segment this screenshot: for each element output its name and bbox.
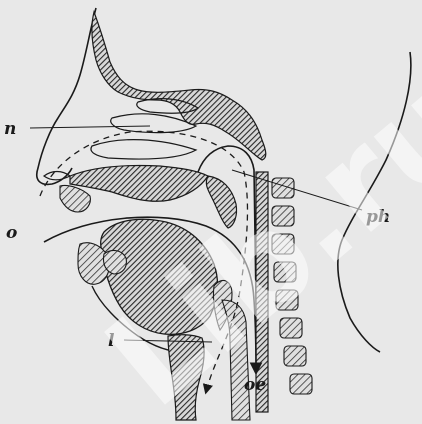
nasal-bone: [92, 12, 266, 160]
leader-line-n: [30, 126, 150, 128]
vertebra: [290, 374, 312, 394]
label-o: o: [6, 223, 17, 243]
face-profile: [37, 8, 96, 184]
label-oe: oe: [244, 375, 266, 395]
lower-concha: [91, 140, 196, 159]
hard-palate: [70, 165, 208, 201]
label-n: n: [4, 119, 16, 139]
upper-jaw: [60, 185, 90, 212]
vertebra: [284, 346, 306, 366]
